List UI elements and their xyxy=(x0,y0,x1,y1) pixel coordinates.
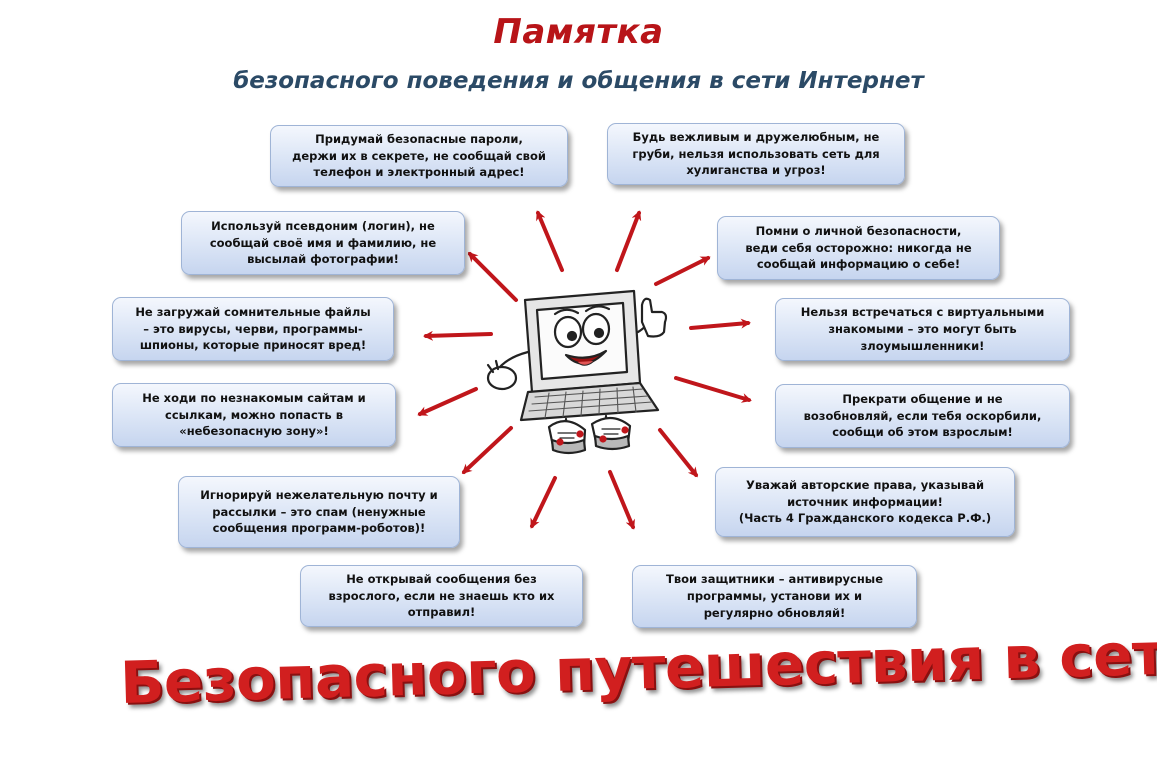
tip-spam: Игнорируй нежелательную почту и рассылки… xyxy=(178,476,460,548)
arrow-messages xyxy=(530,476,557,529)
arrow-files xyxy=(423,330,493,341)
arrow-passwords xyxy=(536,210,564,272)
tip-sites: Не ходи по незнакомым сайтам и ссылкам, … xyxy=(112,383,396,447)
tip-nickname: Используй псевдоним (логин), не сообщай … xyxy=(181,211,465,275)
arrow-sites xyxy=(417,387,478,416)
tip-insults: Прекрати общение и не возобновляй, если … xyxy=(775,384,1070,448)
arrow-nickname xyxy=(467,251,518,302)
tip-passwords: Придумай безопасные пароли, держи их в с… xyxy=(270,125,568,187)
page-subtitle: безопасного поведения и общения в сети И… xyxy=(233,68,924,94)
tip-antivirus: Твои защитники – антивирусные программы,… xyxy=(632,565,917,628)
arrow-meetings xyxy=(689,318,751,330)
arrow-politeness xyxy=(615,210,642,272)
tip-messages: Не открывай сообщения без взрослого, есл… xyxy=(300,565,583,627)
arrow-antivirus xyxy=(608,470,635,530)
arrow-insults xyxy=(674,376,752,403)
tip-copyright: Уважай авторские права, указывай источни… xyxy=(715,467,1015,537)
tip-politeness: Будь вежливым и дружелюбным, не груби, н… xyxy=(607,123,905,185)
arrow-spam xyxy=(461,426,513,475)
page-title: Памятка xyxy=(493,12,664,52)
arrow-copyright xyxy=(658,428,698,478)
tip-personal-safety: Помни о личной безопасности, веди себя о… xyxy=(717,216,1000,280)
tip-files: Не загружай сомнительные файлы – это вир… xyxy=(112,297,394,361)
tip-meetings: Нельзя встречаться с виртуальными знаком… xyxy=(775,298,1070,361)
arrow-personal-safety xyxy=(654,256,711,286)
